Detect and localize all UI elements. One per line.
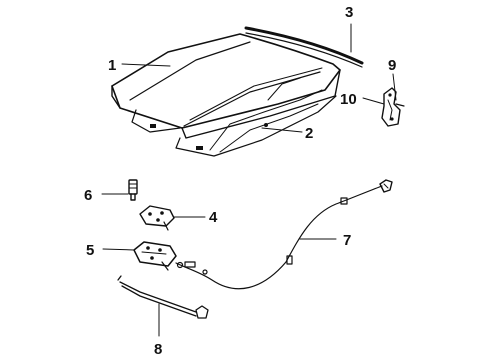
callout-7: 7 <box>343 232 351 249</box>
latch-striker-part <box>139 205 175 231</box>
callout-1: 1 <box>108 57 116 74</box>
hood-latch-part <box>133 241 177 271</box>
callout-4: 4 <box>209 209 218 226</box>
callout-6: 6 <box>84 187 92 204</box>
callout-2: 2 <box>305 125 313 142</box>
leader-line-10 <box>362 97 385 105</box>
callout-3: 3 <box>345 4 353 21</box>
callout-10: 10 <box>340 91 357 108</box>
release-cable-part <box>175 179 393 290</box>
hood-hinge-part <box>381 87 405 127</box>
leader-line-2 <box>261 127 303 133</box>
leader-line-1 <box>121 63 171 67</box>
hood-panel-part <box>111 33 341 157</box>
bumper-stop-part <box>128 179 138 201</box>
prop-rod-part <box>117 275 209 319</box>
leader-line-5 <box>102 248 135 251</box>
callout-9: 9 <box>388 57 396 74</box>
leader-line-9 <box>392 73 397 101</box>
callout-8: 8 <box>154 341 162 358</box>
callout-5: 5 <box>86 242 94 259</box>
hood-seal-part <box>244 26 364 68</box>
